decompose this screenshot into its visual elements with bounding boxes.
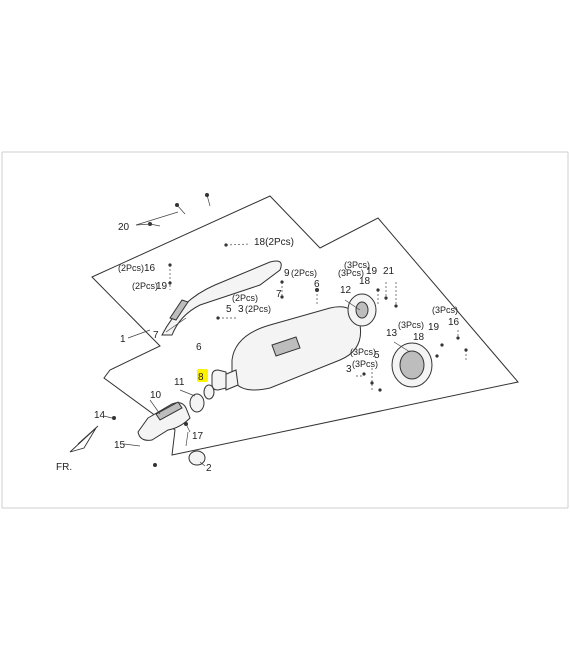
callout-15: 15 (114, 440, 126, 451)
callout-3-upper: 3 (238, 304, 244, 315)
callout-5-lower: 5 (374, 350, 380, 361)
callout-9-qty: (2Pcs) (291, 268, 317, 278)
front-arrow-icon (69, 425, 99, 453)
callout-6-upper: 6 (314, 279, 320, 290)
callout-19-top: 19 (156, 281, 168, 292)
callout-16-lower: 16 (448, 317, 460, 328)
callout-18-lower: 18 (413, 332, 425, 343)
gasket-2 (188, 450, 206, 466)
callout-14: 14 (94, 410, 106, 421)
part-8-highlight (197, 369, 208, 382)
callout-16-top: 16 (144, 263, 156, 274)
gasket-8 (203, 384, 215, 400)
assembly-boundary (91, 195, 519, 456)
callout-1: 1 (120, 334, 126, 345)
callout-3-qty: (2Pcs) (245, 304, 271, 314)
callout-11: 11 (174, 377, 185, 388)
callout-5-upper: 5 (226, 304, 232, 315)
callout-12: 12 (340, 285, 352, 296)
callout-8: 8 (198, 372, 204, 383)
callout-2: 2 (206, 463, 212, 474)
callout-7-upper: 7 (276, 289, 282, 300)
callout-10: 10 (150, 390, 162, 401)
callout-18-right: 18 (359, 276, 371, 287)
callout-7-qty: (2Pcs) (232, 293, 258, 303)
callout-18-lower-qty: (3Pcs) (398, 320, 424, 330)
clamp (189, 393, 205, 413)
callout-19-lower-qty: (3Pcs) (432, 305, 458, 315)
callout-18-qty: (3Pcs) (338, 268, 364, 278)
callout-6-lower: 6 (196, 342, 202, 353)
callout-19-qty: (2Pcs) (132, 281, 158, 291)
exhaust-pipe (137, 402, 191, 441)
callout-5-qty: (3Pcs) (350, 347, 376, 357)
callout-7-lower: 7 (153, 330, 159, 341)
callout-3-lower-qty: (3Pcs) (352, 359, 378, 369)
callout-17: 17 (192, 431, 204, 442)
callout-19-right: 19 (366, 266, 378, 277)
callout-18-top: 18(2Pcs) (254, 237, 294, 248)
callout-20: 20 (118, 222, 130, 233)
callout-19-lower: 19 (428, 322, 440, 333)
callout-21: 21 (383, 266, 395, 277)
heat-shield (161, 260, 282, 336)
callout-labels: 20 18(2Pcs) (2Pcs) 16 (2Pcs) 19 9 (2Pcs)… (56, 222, 460, 474)
callout-13: 13 (386, 328, 398, 339)
callout-19-qty-right: (3Pcs) (344, 260, 370, 270)
leader-lines (103, 211, 467, 467)
bolts (112, 193, 468, 467)
diagram-frame (2, 151, 568, 509)
callout-3-lower: 3 (346, 364, 352, 375)
front-label: FR. (56, 462, 72, 473)
callout-16-qty: (2Pcs) (118, 263, 144, 273)
callout-9: 9 (284, 268, 290, 279)
